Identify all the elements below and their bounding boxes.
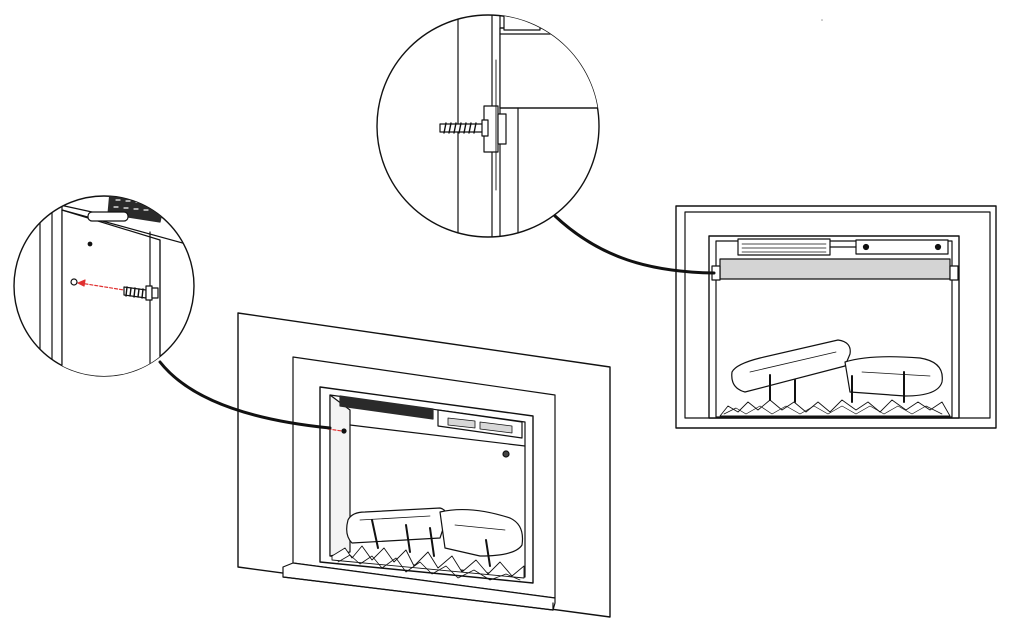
screw-icon <box>123 285 159 301</box>
front-top-panel <box>719 258 951 280</box>
bracket-screw-icon <box>439 119 489 137</box>
front-ember-bed-icon <box>719 399 951 417</box>
front-blower <box>737 238 831 256</box>
mounting-bracket-icon <box>483 59 507 191</box>
detail-callout-bracket-screw <box>376 14 600 238</box>
angled-ember-bed-icon <box>331 545 525 581</box>
angled-fireplace-view <box>237 312 611 618</box>
leader-side-screw <box>158 360 332 430</box>
front-fireplace-view <box>675 205 997 429</box>
front-log-set-icon <box>731 339 943 403</box>
artifact-dot <box>821 19 823 21</box>
angled-screw-point <box>341 428 347 434</box>
angled-top-vent <box>339 395 434 420</box>
angled-indicator-dot <box>502 450 510 458</box>
callout-screw-guide <box>79 282 125 291</box>
angled-log-set-icon <box>346 507 524 567</box>
detail-callout-side-screw <box>13 195 195 377</box>
leader-bracket-screw <box>553 214 716 275</box>
front-control-board <box>855 239 949 255</box>
front-right-bracket <box>949 265 959 281</box>
leader-lines <box>158 214 716 430</box>
hearth-edge <box>282 576 554 611</box>
